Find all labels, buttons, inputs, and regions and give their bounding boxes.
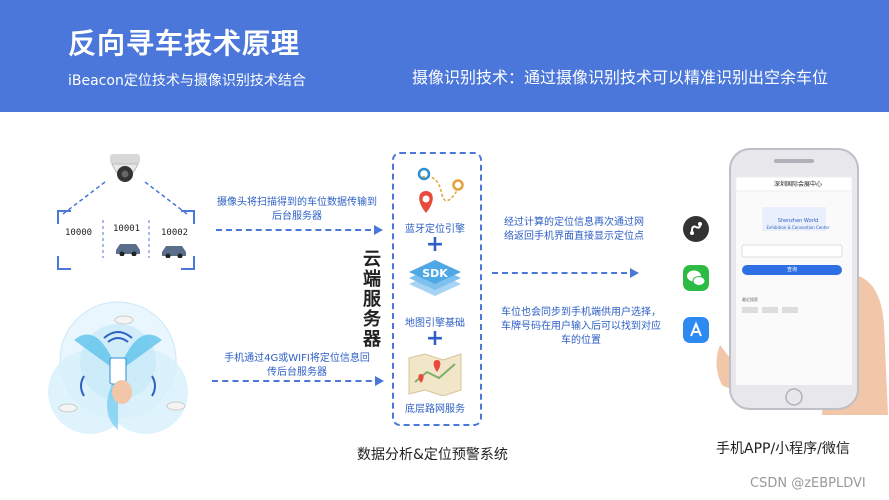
sdk-text: SDK xyxy=(422,267,448,280)
camera-to-server-text: 摄像头将扫描得到的车位数据传输到后台服务器 xyxy=(217,197,377,222)
parking-lot-label: 10000 xyxy=(65,228,93,238)
wechat-icon xyxy=(683,265,709,291)
parking-lot-panel: 10000 10001 10002 xyxy=(55,152,195,272)
page-subtitle: iBeacon定位技术与摄像识别技术结合 xyxy=(68,73,306,89)
scan-frame-bl xyxy=(57,256,71,270)
scan-frame-br xyxy=(181,256,195,270)
plus-sign: + xyxy=(425,326,445,351)
road-map-icon xyxy=(408,353,462,396)
server-to-phone-text: 经过计算的定位信息再次通过网络返回手机界面直接显示定位点 xyxy=(504,217,644,242)
parked-car-icon xyxy=(116,244,140,256)
sdk-layers-icon: SDK xyxy=(409,260,461,296)
parking-lot-label: 10002 xyxy=(161,228,189,238)
parking-lot-label: 10001 xyxy=(113,224,141,234)
plus-sign: + xyxy=(425,232,445,257)
phone-hand-illustration xyxy=(716,148,888,415)
app-store-icon xyxy=(683,317,709,343)
lot-dividers xyxy=(102,220,150,258)
sync-to-phone-text: 车位也会同步到手机端供用户选择，车牌号码在用户输入后可以找到对应车的位置 xyxy=(501,307,661,346)
parked-car-icon xyxy=(162,246,186,258)
page-title: 反向寻车技术原理 xyxy=(68,27,301,60)
phone-header-title: 深圳国际会展中心 xyxy=(773,181,822,188)
bluetooth-beacon-illustration xyxy=(48,301,188,434)
header-banner: 反向寻车技术原理 iBeacon定位技术与摄像识别技术结合 摄像识别技术：通过摄… xyxy=(0,0,889,112)
phone-logo-subtext: Exhibition & Convention Center xyxy=(766,225,830,230)
watermark: CSDN @zEBPLDVI xyxy=(750,476,866,491)
client-platforms-caption: 手机APP/小程序/微信 xyxy=(716,441,850,457)
phone-logo-text: Shenzhen World xyxy=(777,218,819,224)
phone-to-server-arrow xyxy=(212,376,384,386)
analytics-system-caption: 数据分析&定位预警系统 xyxy=(357,447,508,463)
map-engine-label: 地图引擎基础 xyxy=(405,318,465,329)
road-network-label: 底层路网服务 xyxy=(405,404,465,415)
mini-program-icon xyxy=(683,216,709,242)
cloud-server-label: 云端服务器 xyxy=(363,249,381,350)
camera-to-server-arrow xyxy=(216,225,383,235)
phone-to-server-text: 手机通过4G或WIFI将定位信息回传后台服务器 xyxy=(224,353,370,378)
location-pins-icon xyxy=(417,167,464,213)
security-camera-icon xyxy=(110,154,140,182)
cloud-server-box xyxy=(392,152,482,426)
camera-recognition-note: 摄像识别技术：通过摄像识别技术可以精准识别出空余车位 xyxy=(412,68,829,87)
server-to-phone-arrow xyxy=(492,268,639,278)
camera-scan-lines xyxy=(62,181,188,215)
bluetooth-engine-label: 蓝牙定位引擎 xyxy=(405,224,465,235)
phone-search-button[interactable]: 查询 xyxy=(786,267,797,273)
scan-frame-tl xyxy=(57,210,71,224)
phone-recent-label: 最近搜索 xyxy=(742,297,758,302)
scan-frame-tr xyxy=(181,210,195,224)
